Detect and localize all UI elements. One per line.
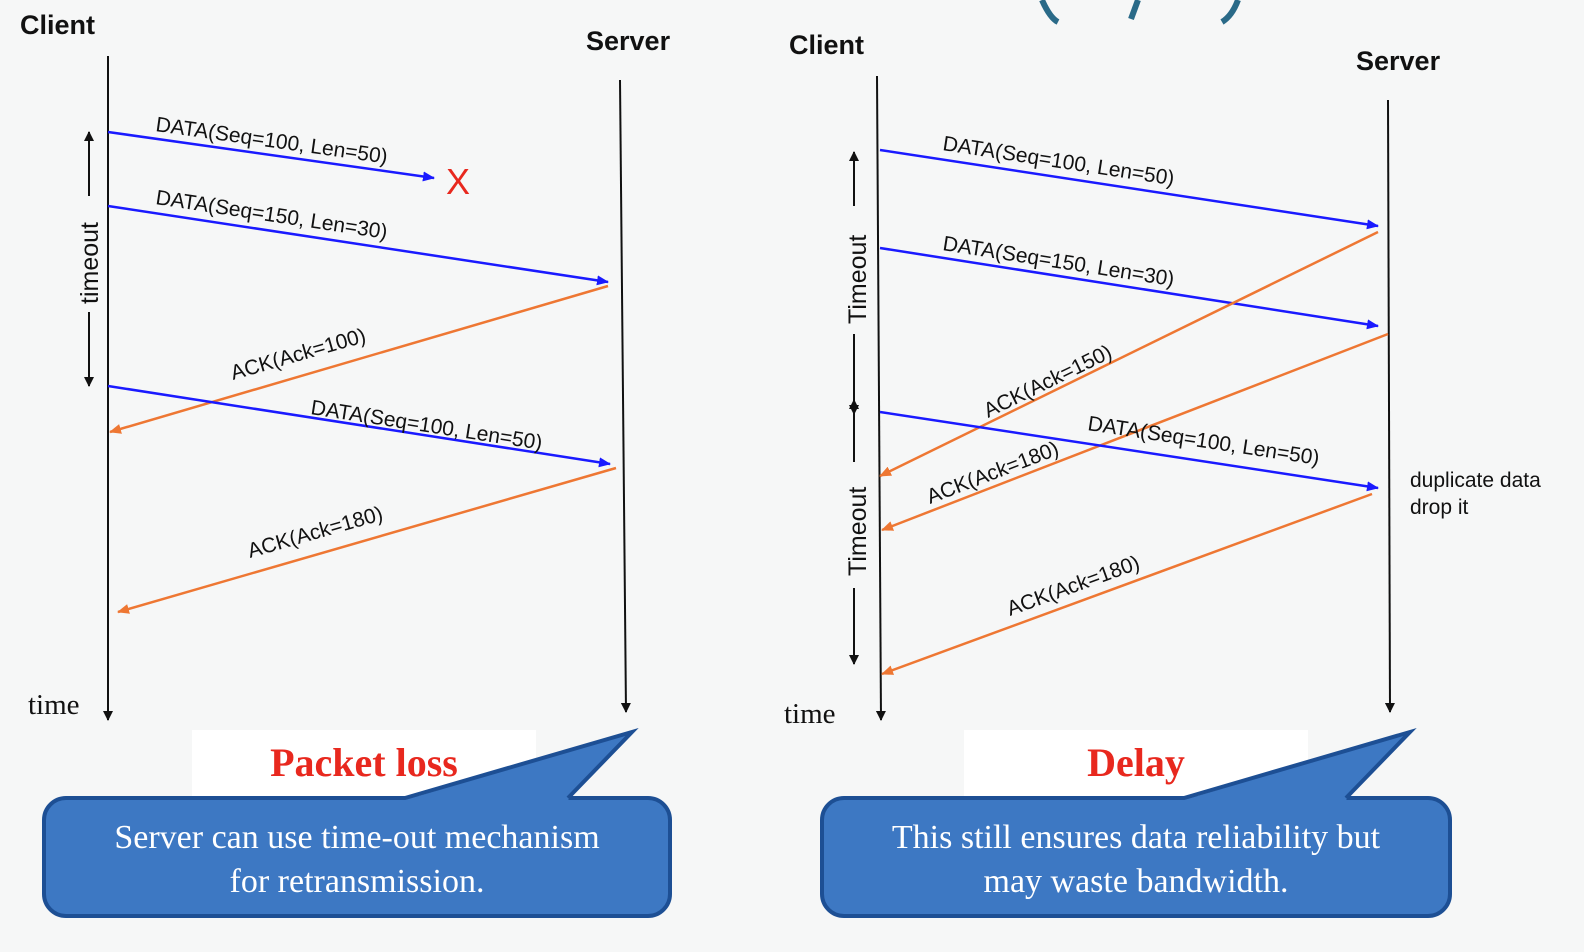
right-msg2-label: DATA(Seq=150, Len=30) bbox=[941, 232, 1176, 291]
right-panel: Client Server time Timeout Timeout DATA(… bbox=[784, 30, 1541, 730]
left-time-label: time bbox=[28, 689, 80, 721]
right-title: Delay bbox=[1087, 740, 1185, 785]
left-client-label: Client bbox=[20, 10, 95, 40]
left-callout-line1: Server can use time-out mechanism bbox=[114, 819, 599, 856]
right-callout-pointer-border bbox=[1183, 727, 1417, 800]
right-client-label: Client bbox=[789, 30, 864, 60]
left-ack-arrow-1 bbox=[109, 284, 609, 434]
right-ack1-label: ACK(Ack=150) bbox=[980, 341, 1115, 423]
left-msg1-label: DATA(Seq=100, Len=50) bbox=[154, 113, 389, 168]
right-data-arrow-2 bbox=[879, 246, 1379, 330]
left-msg3-label: DATA(Seq=100, Len=50) bbox=[309, 396, 544, 455]
right-callout-line2: may waste bandwidth. bbox=[984, 863, 1289, 900]
right-data-arrow-3 bbox=[879, 410, 1379, 492]
right-timeout-label-2: Timeout bbox=[844, 487, 872, 576]
left-data-arrow-3 bbox=[107, 384, 611, 468]
left-timeout-label: timeout bbox=[76, 222, 104, 304]
left-panel: Client Server time timeout DATA(Seq=100,… bbox=[20, 10, 671, 721]
right-msg1-label: DATA(Seq=100, Len=50) bbox=[941, 132, 1176, 190]
right-ack-arrow-3 bbox=[881, 492, 1373, 676]
left-data-arrow-2 bbox=[107, 204, 609, 286]
top-decoration bbox=[1039, 0, 1241, 25]
left-callout-pointer-border bbox=[404, 727, 639, 800]
right-callout: Delay This still ensures data reliabilit… bbox=[820, 727, 1452, 918]
right-server-timeline bbox=[1384, 99, 1395, 713]
left-server-label: Server bbox=[586, 26, 671, 56]
duplicate-note-line1: duplicate data bbox=[1410, 469, 1541, 492]
right-client-timeline bbox=[875, 75, 886, 721]
left-callout: Packet loss Server can use time-out mech… bbox=[42, 727, 672, 918]
right-data-arrow-1 bbox=[879, 148, 1379, 230]
right-ack-arrow-1 bbox=[879, 230, 1379, 478]
duplicate-note-line2: drop it bbox=[1410, 496, 1469, 519]
right-callout-box bbox=[820, 796, 1452, 918]
right-timeout-label-1: Timeout bbox=[844, 235, 872, 324]
right-server-label: Server bbox=[1356, 46, 1441, 76]
packet-lost-mark: X bbox=[446, 161, 470, 202]
left-callout-line2: for retransmission. bbox=[230, 863, 485, 900]
left-data-arrow-1 bbox=[107, 130, 435, 182]
right-ack-arrow-2 bbox=[881, 332, 1389, 532]
left-ack-arrow-2 bbox=[117, 466, 617, 614]
left-title: Packet loss bbox=[270, 740, 458, 785]
right-time-label: time bbox=[784, 698, 836, 730]
left-msg2-label: DATA(Seq=150, Len=30) bbox=[154, 186, 389, 244]
left-server-timeline bbox=[619, 79, 631, 713]
right-ack2-label: ACK(Ack=180) bbox=[924, 437, 1062, 508]
left-callout-box bbox=[42, 796, 672, 918]
right-callout-line1: This still ensures data reliability but bbox=[892, 819, 1381, 856]
